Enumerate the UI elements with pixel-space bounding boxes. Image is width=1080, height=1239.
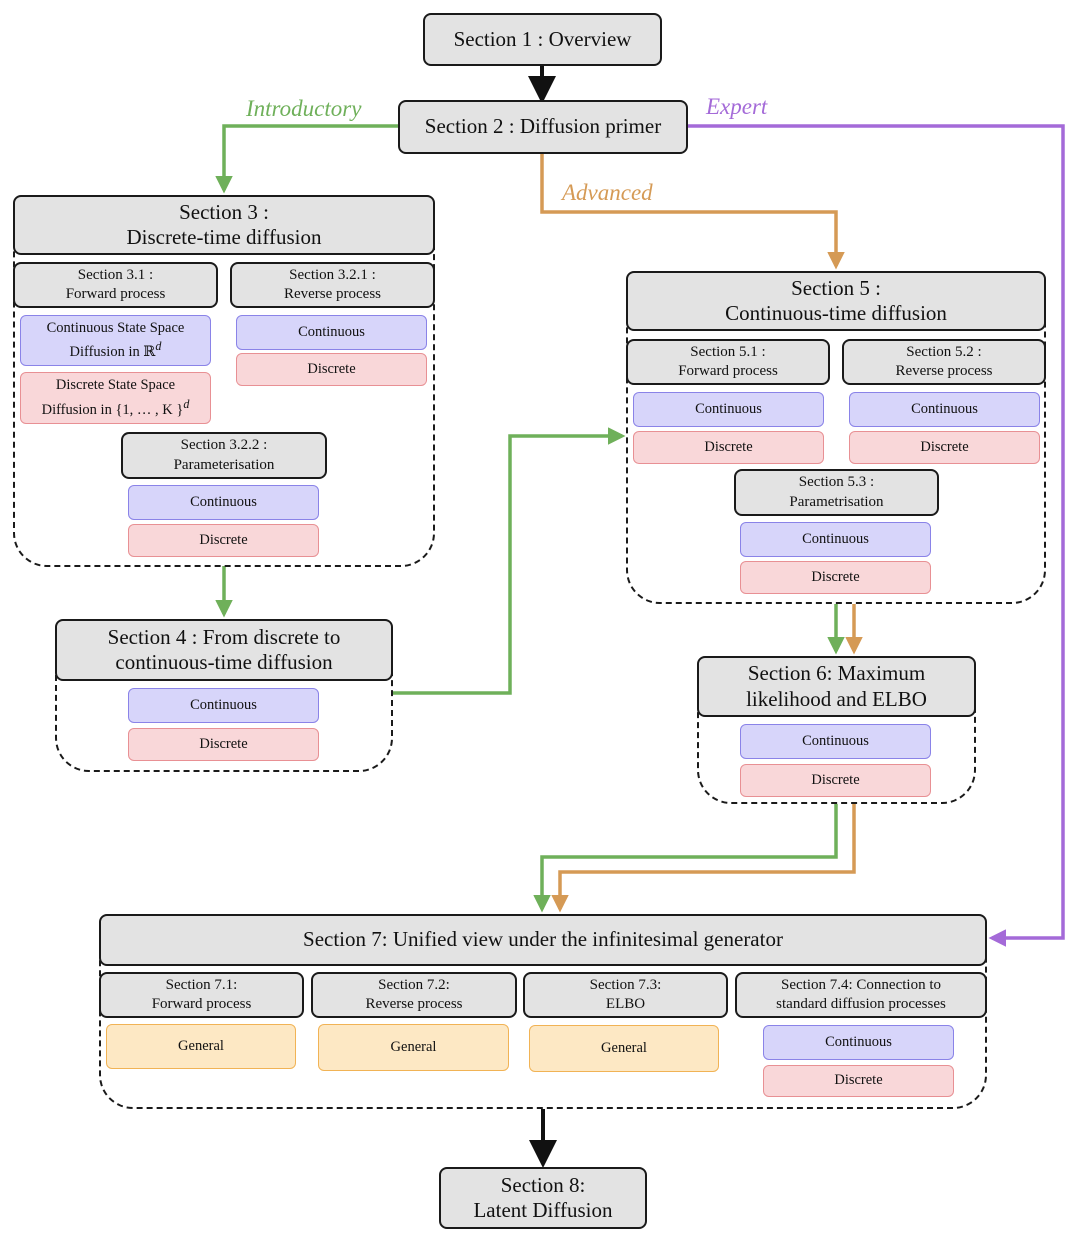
s7-4-discrete-item: Discrete bbox=[763, 1065, 954, 1097]
section-5-header: Section 5 : Continuous-time diffusion bbox=[626, 271, 1046, 331]
s3-1-discrete-item: Discrete State Space Diffusion in {1, … … bbox=[20, 372, 211, 424]
arrow-advanced-s2-to-s5 bbox=[540, 154, 845, 270]
arrow-expert-s2-to-s7 bbox=[688, 124, 1065, 947]
s3-2-1-discrete-item: Discrete bbox=[236, 353, 427, 386]
section-3-2-2-header: Section 3.2.2 : Parameterisation bbox=[121, 432, 327, 479]
s3-1-continuous-label: Continuous State Space Diffusion in ℝ bbox=[46, 319, 185, 360]
s4-continuous-item: Continuous bbox=[128, 688, 319, 723]
section-7-header: Section 7: Unified view under the infini… bbox=[99, 914, 987, 966]
s3-2-1-continuous-item: Continuous bbox=[236, 315, 427, 350]
s3-2-2-continuous-item: Continuous bbox=[128, 485, 319, 520]
section-3-1-header: Section 3.1 : Forward process bbox=[13, 262, 218, 308]
label-expert: Expert bbox=[706, 94, 768, 119]
arrow-s6-to-s7-orange bbox=[551, 804, 856, 913]
section-5-3-header: Section 5.3 : Parametrisation bbox=[734, 469, 939, 516]
s7-1-general-item: General bbox=[106, 1024, 296, 1069]
s6-continuous-item: Continuous bbox=[740, 724, 931, 759]
section-7-3-header: Section 7.3: ELBO bbox=[523, 972, 728, 1018]
s5-1-continuous-item: Continuous bbox=[633, 392, 824, 427]
s3-2-2-discrete-item: Discrete bbox=[128, 524, 319, 557]
s3-1-discrete-sup: d bbox=[183, 396, 190, 411]
s7-2-general-item: General bbox=[318, 1024, 509, 1071]
section-3-2-1-header: Section 3.2.1 : Reverse process bbox=[230, 262, 435, 308]
label-introductory: Introductory bbox=[246, 96, 362, 121]
section-2-box: Section 2 : Diffusion primer bbox=[398, 100, 688, 154]
s3-1-continuous-sup: d bbox=[155, 339, 162, 354]
section-8-box: Section 8: Latent Diffusion bbox=[439, 1167, 647, 1229]
label-advanced: Advanced bbox=[562, 180, 653, 205]
section-3-header: Section 3 : Discrete-time diffusion bbox=[13, 195, 435, 255]
s7-3-general-item: General bbox=[529, 1025, 719, 1072]
s6-discrete-item: Discrete bbox=[740, 764, 931, 797]
section-7-4-header: Section 7.4: Connection to standard diff… bbox=[735, 972, 987, 1018]
section-5-1-header: Section 5.1 : Forward process bbox=[626, 339, 830, 385]
section-4-header: Section 4 : From discrete to continuous-… bbox=[55, 619, 393, 681]
section-6-header: Section 6: Maximum likelihood and ELBO bbox=[697, 656, 976, 717]
s5-2-discrete-item: Discrete bbox=[849, 431, 1040, 464]
s7-4-continuous-item: Continuous bbox=[763, 1025, 954, 1060]
s5-2-continuous-item: Continuous bbox=[849, 392, 1040, 427]
s3-1-continuous-item: Continuous State Space Diffusion in ℝd bbox=[20, 315, 211, 366]
s5-1-discrete-item: Discrete bbox=[633, 431, 824, 464]
arrow-s6-to-s7-green bbox=[533, 804, 838, 913]
arrow-introductory-s2-to-s3 bbox=[215, 124, 398, 194]
section-5-2-header: Section 5.2 : Reverse process bbox=[842, 339, 1046, 385]
s3-1-discrete-label: Discrete State Space Diffusion in {1, … … bbox=[41, 377, 184, 418]
arrow-s4-to-s5 bbox=[393, 427, 626, 695]
s4-discrete-item: Discrete bbox=[128, 728, 319, 761]
s5-3-discrete-item: Discrete bbox=[740, 561, 931, 594]
section-1-box: Section 1 : Overview bbox=[423, 13, 662, 66]
s5-3-continuous-item: Continuous bbox=[740, 522, 931, 557]
section-7-1-header: Section 7.1: Forward process bbox=[99, 972, 304, 1018]
section-7-2-header: Section 7.2: Reverse process bbox=[311, 972, 517, 1018]
